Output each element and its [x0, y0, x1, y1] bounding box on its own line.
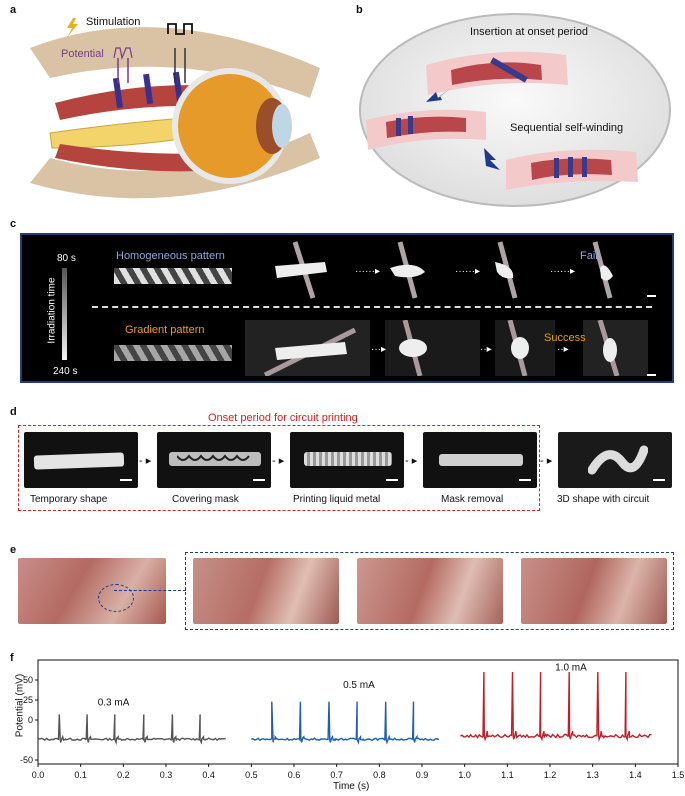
potential-chart: 0.0 0.1 0.2 0.3 0.4 0.5 0.6 0.7 0.8 0.9 1.0 1.1 1.2 1…	[20, 659, 685, 780]
surgery-photo-1	[193, 558, 339, 624]
x-tick-label: 0.1	[74, 770, 87, 780]
scale-bar-d1	[120, 479, 132, 481]
scale-bar-d4	[519, 479, 531, 481]
scale-bar-d2	[253, 479, 265, 481]
svg-text:······▸: ······▸	[455, 266, 480, 277]
scale-bar-c2	[647, 374, 656, 376]
irradiation-bar	[62, 268, 67, 360]
scale-bar-c1	[647, 295, 656, 297]
temporary-shape-photo	[24, 432, 138, 488]
svg-text:······▸: ······▸	[355, 266, 380, 277]
series-line-1	[37, 714, 226, 746]
arrow-d2: - ▸	[272, 455, 285, 467]
fail-label: Fail	[580, 250, 598, 262]
panel-d-box	[18, 425, 540, 511]
scale-bar-d5	[653, 479, 665, 481]
step-label-2: Covering mask	[172, 494, 239, 505]
gradient-pattern	[114, 345, 232, 361]
x-tick-label: 1.5	[672, 770, 685, 780]
surgery-photo-3	[521, 558, 667, 624]
panel-e-letter: e	[10, 544, 17, 556]
irradiation-time-label: Irradiation time	[46, 277, 58, 344]
series-label-2: 0.5 mA	[343, 680, 375, 691]
series-label-3: 1.0 mA	[555, 662, 587, 673]
fail-sequence: ······▸ ······▸ ······▸	[275, 241, 613, 299]
series-line-2	[251, 701, 440, 745]
step-label-1: Temporary shape	[30, 494, 108, 505]
mask-removal-photo	[423, 432, 537, 488]
x-tick-label: 1.3	[586, 770, 599, 780]
plot-frame	[37, 659, 679, 765]
eye-illustration	[30, 18, 320, 199]
surgery-photo-overview	[18, 558, 166, 624]
covering-mask-photo	[157, 432, 271, 488]
arrow-d4: - ▸	[540, 455, 553, 467]
svg-text:··▸: ··▸	[480, 344, 492, 355]
3d-shape-photo	[558, 432, 672, 488]
svg-text:······▸: ······▸	[550, 266, 575, 277]
x-tick-label: 1.1	[501, 770, 514, 780]
panel-a-letter: a	[10, 4, 17, 16]
panel-c-divider	[92, 306, 652, 308]
x-tick-label: 0.5	[245, 770, 258, 780]
x-tick-label: 0.2	[117, 770, 130, 780]
panel-c-letter: c	[10, 218, 17, 230]
surgery-photo-2	[357, 558, 503, 624]
y-tick-label: 50	[23, 675, 33, 685]
time-top-label: 80 s	[57, 253, 76, 264]
homogeneous-label: Homogeneous pattern	[116, 250, 225, 262]
x-tick-label: 1.0	[458, 770, 471, 780]
scale-bar-d3	[386, 479, 398, 481]
panel-d-letter: d	[10, 406, 17, 418]
y-tick-label: 25	[23, 695, 33, 705]
step-label-4: Mask removal	[441, 494, 504, 505]
x-tick-label: 0.6	[288, 770, 301, 780]
time-bottom-label: 240 s	[53, 366, 78, 377]
insertion-label: Insertion at onset period	[470, 26, 589, 38]
petri-dish-illustration	[359, 13, 671, 207]
potential-label: Potential	[61, 48, 104, 60]
printing-liquid-metal-photo	[290, 432, 404, 488]
x-tick-label: 1.2	[544, 770, 557, 780]
gradient-label: Gradient pattern	[125, 324, 205, 336]
winding-label: Sequential self-winding	[510, 122, 624, 134]
homogeneous-pattern	[114, 268, 232, 284]
arrow-d3: - ▸	[405, 455, 418, 467]
success-label: Success	[544, 332, 586, 344]
y-axis-label: Potential (mV)	[14, 673, 26, 738]
y-tick-label: 0	[28, 715, 33, 725]
svg-text:···▸: ···▸	[371, 344, 386, 355]
panel-e-zoom-line	[114, 590, 186, 591]
panel-b-letter: b	[356, 4, 363, 16]
x-tick-label: 1.4	[629, 770, 642, 780]
panel-e-box	[185, 552, 674, 630]
x-tick-label: 0.8	[373, 770, 386, 780]
stimulation-label: Stimulation	[86, 16, 141, 28]
x-tick-label: 0.3	[160, 770, 173, 780]
svg-text:··▸: ··▸	[557, 344, 569, 355]
panel-f-letter: f	[10, 652, 14, 664]
series-label-1: 0.3 mA	[98, 698, 130, 709]
x-tick-label: 0.0	[32, 770, 45, 780]
arrow-d1: - ▸	[139, 455, 152, 467]
success-sequence: ···▸ ··▸ ··▸	[245, 320, 648, 376]
x-axis-label: Time (s)	[333, 781, 370, 792]
step-label-3: Printing liquid metal	[293, 494, 381, 505]
x-tick-label: 0.4	[202, 770, 215, 780]
onset-period-label: Onset period for circuit printing	[208, 412, 358, 424]
y-tick-label: -50	[20, 755, 33, 765]
x-tick-label: 0.9	[416, 770, 429, 780]
x-tick-label: 0.7	[330, 770, 343, 780]
step-label-5: 3D shape with circuit	[557, 494, 650, 505]
series-line-3	[460, 671, 652, 742]
